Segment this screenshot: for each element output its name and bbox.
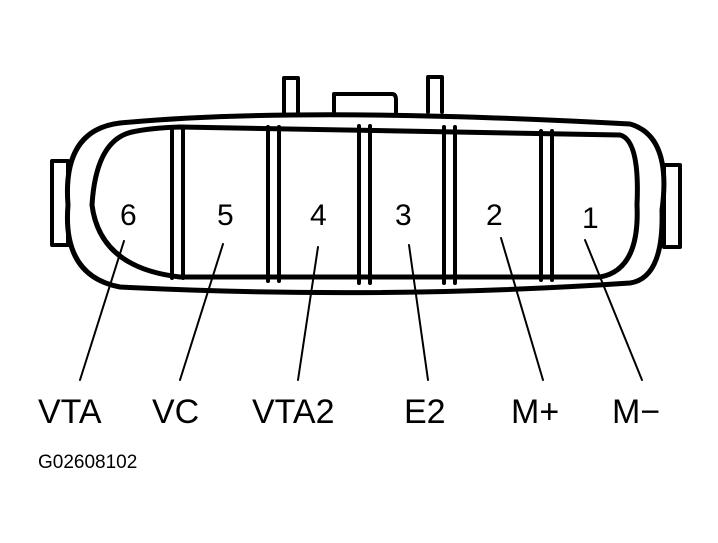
pin-dividers: [170, 124, 554, 285]
side-tab-right: [662, 163, 682, 249]
pin-number-1: 1: [582, 202, 599, 235]
figure-id: G02608102: [38, 452, 137, 473]
signal-label-m-minus: M−: [612, 393, 660, 431]
signal-label-vc: VC: [152, 393, 199, 431]
pin-number-5: 5: [217, 199, 234, 232]
top-latch-center: [332, 92, 398, 114]
signal-label-vta: VTA: [38, 393, 102, 431]
pin-number-3: 3: [395, 199, 412, 232]
pin-number-2: 2: [486, 199, 503, 232]
signal-label-m-plus: M+: [511, 393, 559, 431]
pin-number-6: 6: [120, 199, 137, 232]
signal-label-vta2: VTA2: [252, 393, 335, 431]
pin-number-4: 4: [310, 199, 327, 232]
top-latch-right: [426, 75, 444, 114]
signal-label-e2: E2: [404, 393, 446, 431]
top-latch-left: [282, 76, 300, 114]
connector-cavity-inner: [89, 124, 640, 280]
leader-lines: [79, 237, 643, 381]
connector-housing-outer: [64, 112, 667, 296]
